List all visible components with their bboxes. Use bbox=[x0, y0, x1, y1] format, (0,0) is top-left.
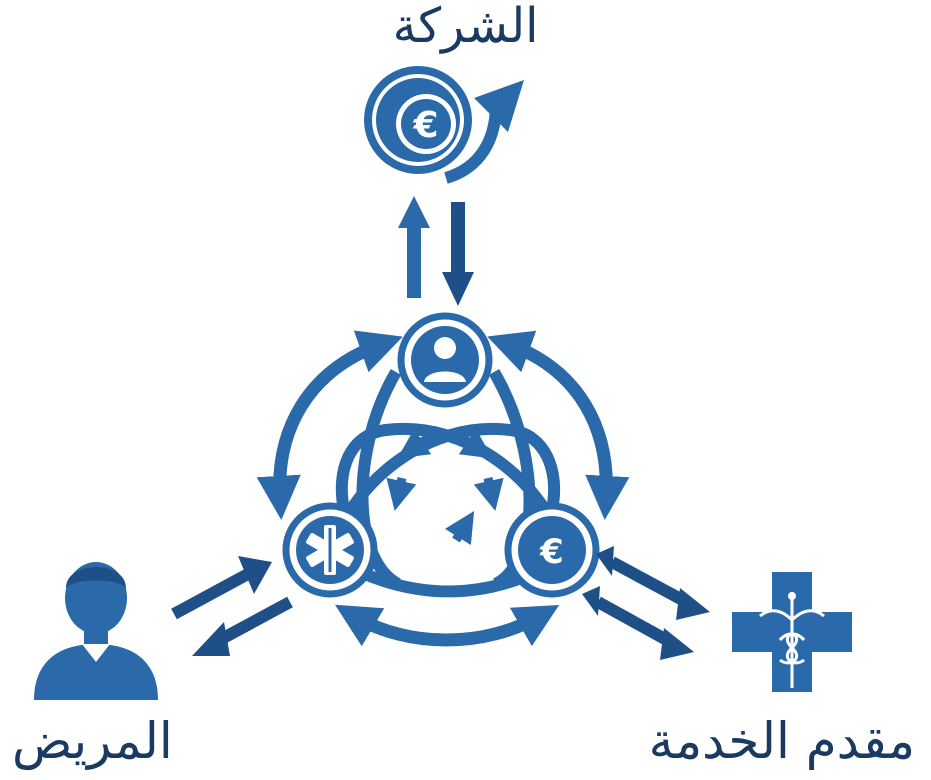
hub-euro-icon: € bbox=[504, 502, 600, 598]
patient-label: المريض bbox=[12, 712, 173, 770]
provider-label: مقدم الخدمة bbox=[648, 712, 915, 770]
arc-top-right bbox=[487, 330, 630, 521]
euro-symbol-company: € bbox=[412, 105, 438, 146]
central-hub: € bbox=[256, 312, 630, 647]
inner-arrow-mid-right bbox=[473, 477, 504, 511]
company-exchange-arrows bbox=[398, 196, 474, 306]
provider-exchange-arrows bbox=[582, 546, 710, 660]
inner-arrow-bottom bbox=[444, 511, 475, 546]
caduceus-icon bbox=[759, 592, 825, 688]
inner-arrow-right bbox=[458, 428, 493, 459]
inner-arrow-left bbox=[397, 428, 432, 459]
company-label: الشركة bbox=[392, 0, 539, 54]
euro-coin-growth-icon: € bbox=[364, 66, 524, 184]
hub-person-icon bbox=[397, 312, 493, 408]
medical-cross-icon bbox=[732, 572, 852, 692]
arc-bottom bbox=[334, 604, 560, 647]
hub-star-of-life-icon bbox=[282, 502, 378, 598]
inner-arrow-mid-left bbox=[386, 477, 417, 511]
patient-exchange-arrows bbox=[171, 556, 293, 656]
arc-top-left bbox=[256, 330, 403, 521]
patient-person-icon bbox=[34, 562, 158, 700]
euro-symbol-hub: € bbox=[539, 532, 564, 572]
